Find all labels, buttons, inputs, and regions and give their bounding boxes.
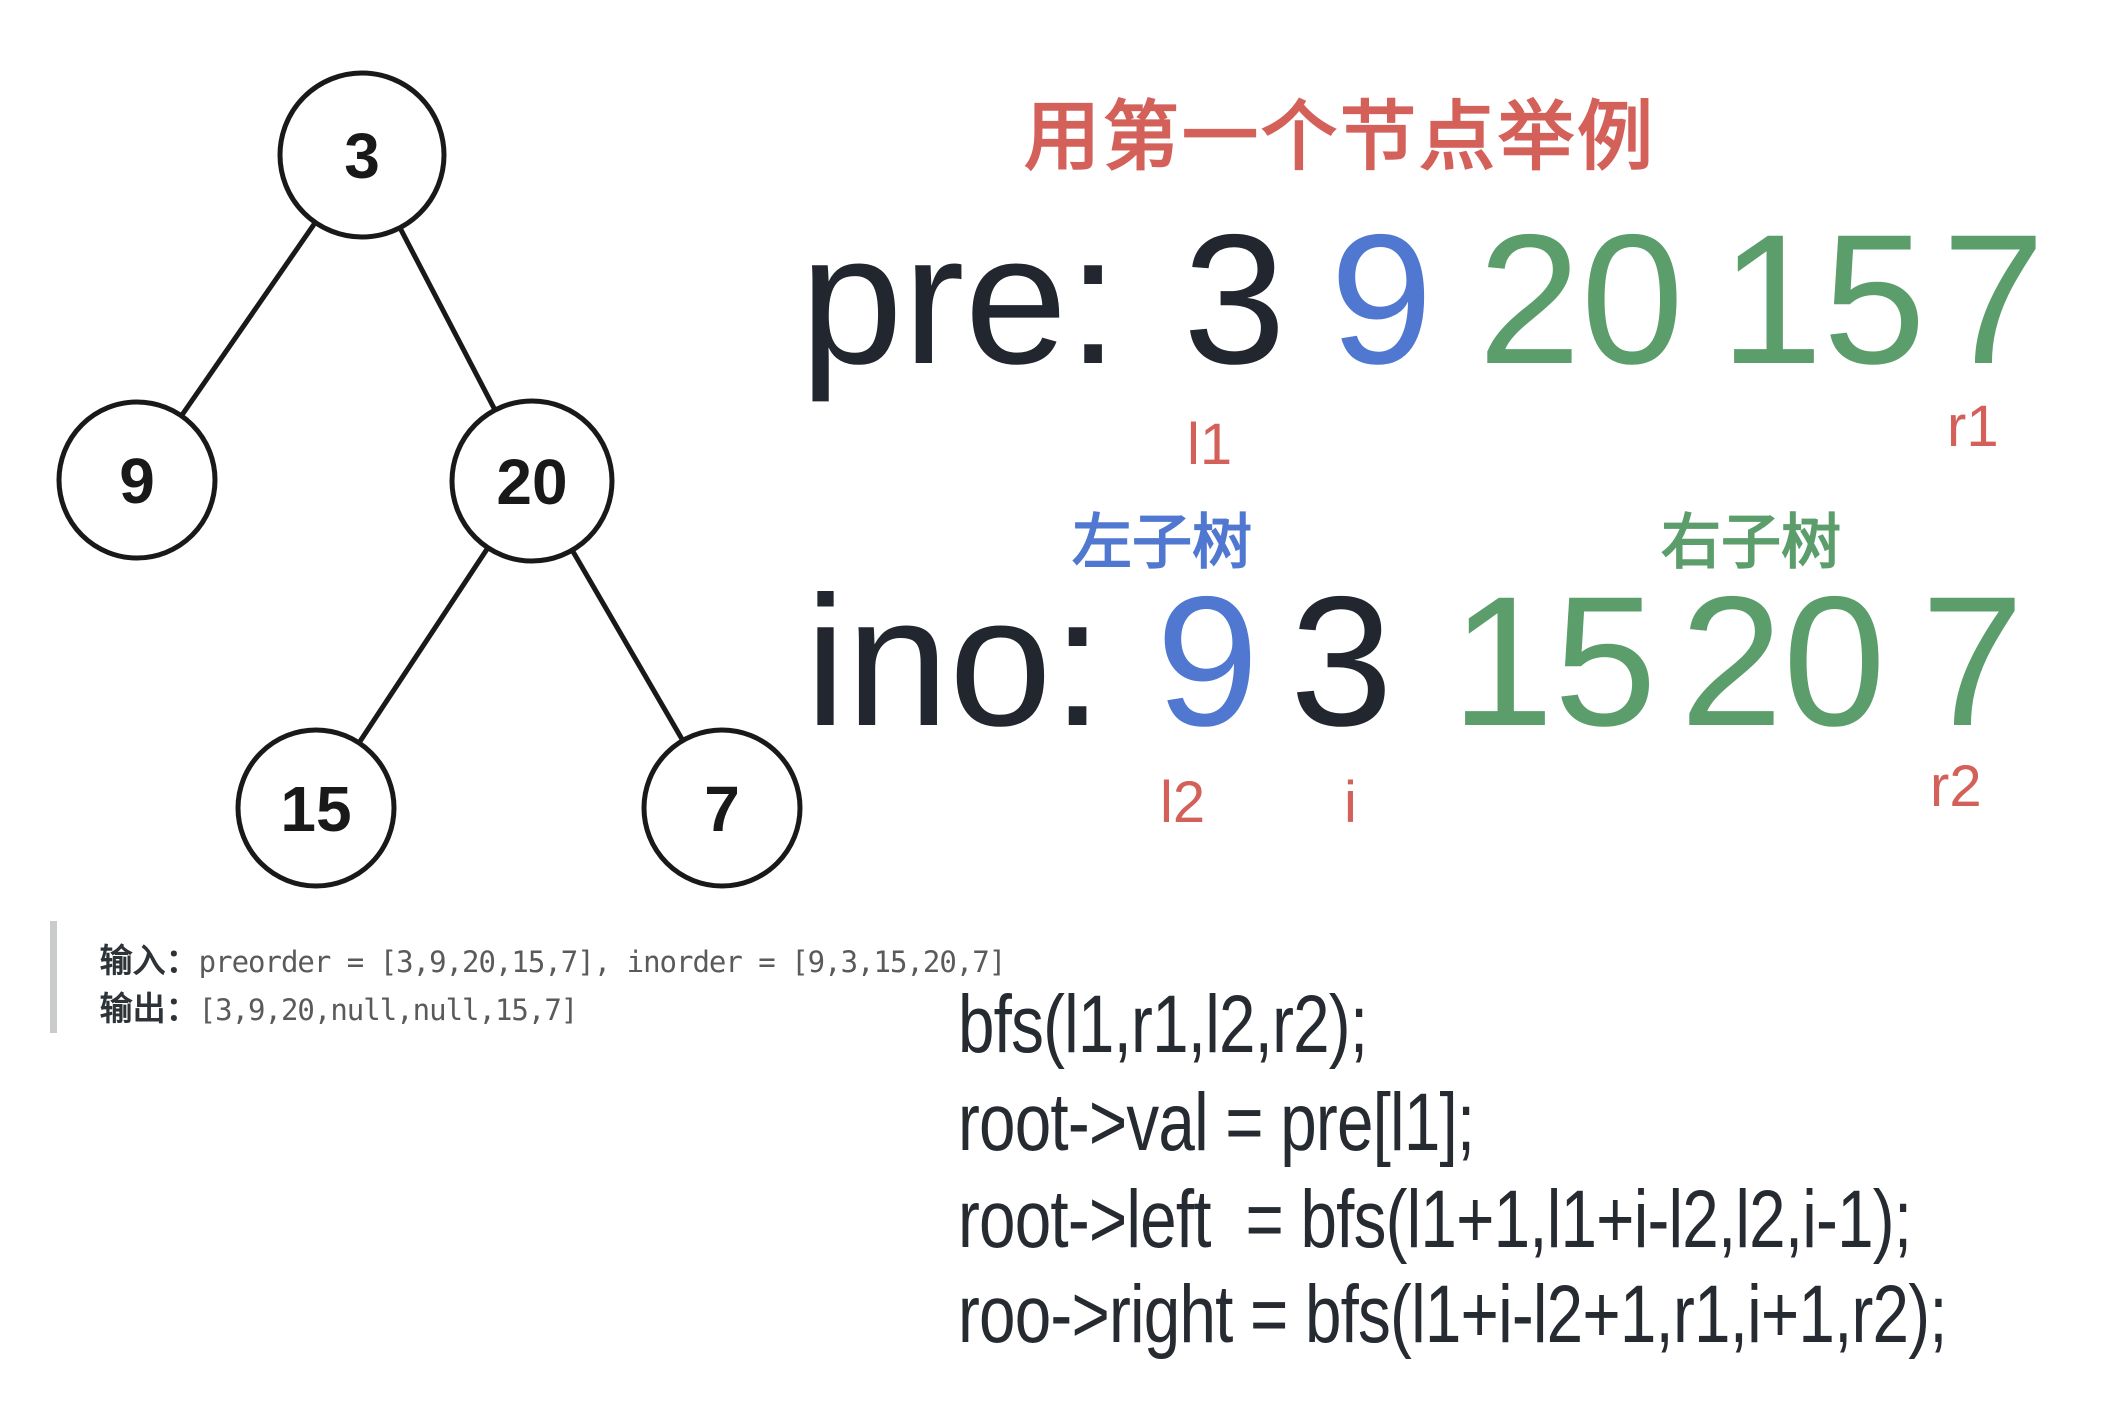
input-value: preorder = [3,9,20,15,7], inorder = [9,3… bbox=[198, 945, 1007, 979]
io-input-line: 输入：preorder = [3,9,20,15,7], inorder = [… bbox=[73, 928, 1007, 993]
output-label: 输出： bbox=[99, 990, 199, 1027]
binary-tree-diagram: 3 9 20 15 7 bbox=[56, 70, 803, 889]
pre-prefix: pre: bbox=[800, 197, 1119, 403]
output-value: [3,9,20,null,null,15,7] bbox=[198, 993, 579, 1027]
tree-edges bbox=[134, 153, 725, 810]
node-label: 7 bbox=[704, 773, 740, 845]
pre-value-20: 20 bbox=[1478, 197, 1684, 403]
quote-bar bbox=[50, 921, 57, 1033]
node-label: 20 bbox=[496, 446, 567, 518]
pre-value-15: 15 bbox=[1720, 197, 1926, 403]
tree-node-15: 15 bbox=[235, 727, 397, 889]
label-r2: r2 bbox=[1930, 754, 1982, 819]
ino-value-7: 7 bbox=[1921, 559, 2024, 765]
code-line-root-val: root->val = pre[l1]; bbox=[958, 1077, 1475, 1168]
node-circle bbox=[56, 399, 218, 561]
label-r1: r1 bbox=[1947, 394, 1999, 459]
page-title: 用第一个节点举例 bbox=[1024, 95, 1656, 180]
label-i: i bbox=[1344, 770, 1357, 835]
node-circle bbox=[449, 398, 615, 564]
pre-value-3: 3 bbox=[1183, 197, 1286, 403]
pre-value-7: 7 bbox=[1942, 197, 2045, 403]
code-line-root-right: roo->right = bfs(l1+i-l2+1,r1,i+1,r2); bbox=[958, 1269, 1948, 1360]
node-circle bbox=[235, 727, 397, 889]
label-l1: l1 bbox=[1187, 412, 1233, 477]
right-subtree-label: 右子树 bbox=[1661, 509, 1841, 576]
io-output-line: 输出：[3,9,20,null,null,15,7] bbox=[73, 976, 579, 1041]
tree-node-3: 3 bbox=[277, 70, 447, 240]
ino-value-3: 3 bbox=[1290, 559, 1393, 765]
pre-value-9: 9 bbox=[1330, 197, 1433, 403]
left-subtree-label: 左子树 bbox=[1072, 509, 1252, 576]
node-label: 3 bbox=[344, 120, 380, 192]
code-line-bfs-signature: bfs(l1,r1,l2,r2); bbox=[958, 979, 1368, 1070]
node-label: 9 bbox=[119, 445, 155, 517]
node-label: 15 bbox=[280, 773, 351, 845]
tree-node-20: 20 bbox=[449, 398, 615, 564]
ino-value-20: 20 bbox=[1680, 559, 1886, 765]
code-line-root-left: root->left = bfs(l1+1,l1+i-l2,l2,i-1); bbox=[958, 1174, 1912, 1265]
input-label: 输入： bbox=[99, 942, 199, 979]
ino-value-9: 9 bbox=[1156, 559, 1259, 765]
tree-node-9: 9 bbox=[56, 399, 218, 561]
ino-value-15: 15 bbox=[1451, 559, 1657, 765]
tree-node-7: 7 bbox=[641, 727, 803, 889]
ino-prefix: ino: bbox=[805, 559, 1104, 765]
node-circle bbox=[641, 727, 803, 889]
label-l2: l2 bbox=[1160, 770, 1206, 835]
node-circle bbox=[277, 70, 447, 240]
